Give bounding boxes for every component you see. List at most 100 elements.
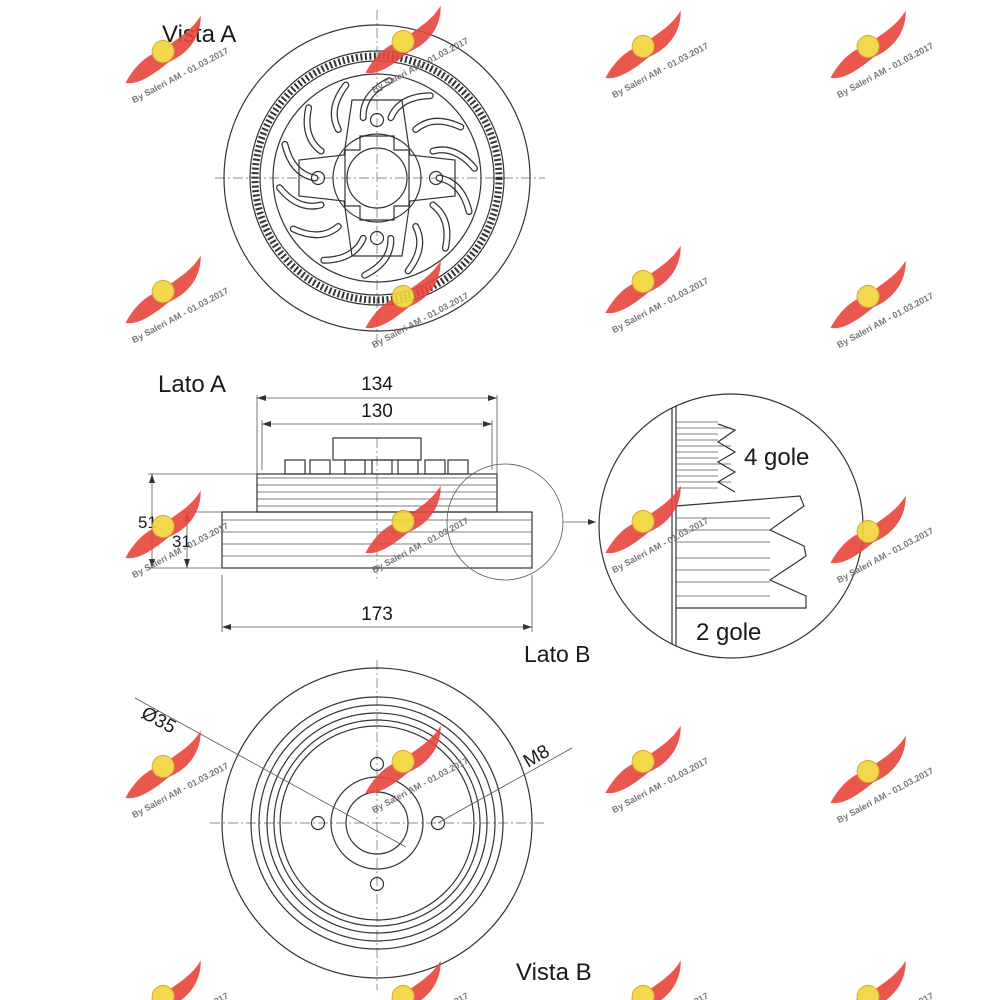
spoke-slot-inner (413, 119, 463, 132)
bore-35 (345, 791, 409, 855)
bolt-hole (310, 170, 326, 186)
spoke-slot-inner (332, 82, 349, 132)
bolt-hole (369, 876, 385, 892)
badge-icon (391, 284, 415, 308)
badge-icon (631, 509, 655, 533)
watermark-logo: By Saleri AM - 01.03.2017 (830, 960, 935, 1000)
wing-icon (605, 10, 681, 79)
spoke-slot-inner (430, 147, 477, 171)
badge-icon (151, 514, 175, 538)
watermark-logo: By Saleri AM - 01.03.2017 (605, 10, 710, 100)
groove-detail: 4 gole 2 gole (598, 393, 864, 659)
wing-icon (125, 490, 201, 559)
bolt-hole (369, 756, 385, 772)
watermark-logo: By Saleri AM - 01.03.2017 (605, 960, 710, 1000)
v-groove-profile (716, 423, 737, 493)
watermark-logo: By Saleri AM - 01.03.2017 (365, 485, 470, 575)
detail-lower-label: 2 gole (696, 619, 761, 646)
wing-icon (365, 260, 441, 329)
watermark-logo: By Saleri AM - 01.03.2017 (125, 960, 230, 1000)
wing-icon (605, 245, 681, 314)
spoke-slots (276, 77, 478, 279)
spoke-slot-inner (362, 236, 394, 278)
bolt-hole (430, 815, 446, 831)
chain-ring (251, 52, 503, 304)
watermark-logo: By Saleri AM - 01.03.2017 (125, 490, 230, 580)
lato-b-label: Lato B (524, 641, 591, 667)
badge-icon (856, 984, 880, 1000)
upper-grooves (257, 477, 497, 507)
spoke-slot-inner (277, 185, 324, 209)
wing-icon (125, 730, 201, 799)
watermark-logo: By Saleri AM - 01.03.2017 (365, 725, 470, 815)
bolt-hole (428, 170, 444, 186)
dim-bore: Ø35 (138, 703, 180, 738)
watermark-logo: By Saleri AM - 01.03.2017 (125, 255, 230, 345)
badge-icon (151, 754, 175, 778)
watermark-logo: By Saleri AM - 01.03.2017 (830, 10, 935, 100)
watermark-logo: By Saleri AM - 01.03.2017 (830, 495, 935, 585)
badge-icon (856, 519, 880, 543)
wing-icon (605, 485, 681, 554)
watermark-logo: By Saleri AM - 01.03.2017 (605, 245, 710, 335)
wing-icon (830, 495, 906, 564)
vista-b-view: Ø35 M8 Vista B (134, 660, 592, 990)
lato-a-label: Lato A (158, 371, 226, 398)
detail-upper-label: 4 gole (744, 444, 809, 471)
badge-icon (856, 284, 880, 308)
dim-130: 130 (361, 401, 393, 422)
bolt-hole (369, 230, 385, 246)
spoke-slot-inner (321, 236, 366, 263)
wing-icon (125, 15, 201, 84)
hub-tooth (371, 459, 393, 475)
detail-lower-grooves (675, 495, 807, 609)
bolt-hole (369, 112, 385, 128)
wing-icon (830, 735, 906, 804)
badge-icon (631, 34, 655, 58)
spoke-slot-inner (360, 78, 392, 120)
badge-icon (631, 749, 655, 773)
wing-icon (125, 255, 201, 324)
watermark-logo: By Saleri AM - 01.03.2017 (605, 485, 710, 575)
wing-icon (365, 485, 441, 554)
dim-134: 134 (361, 374, 393, 395)
spoke-slot-inner (430, 202, 450, 251)
spoke-slot-inner (291, 224, 341, 237)
watermark-logo: By Saleri AM - 01.03.2017 (830, 260, 935, 350)
badge-icon (151, 279, 175, 303)
detail-upper-grooves (676, 421, 737, 493)
watermark-logo: By Saleri AM - 01.03.2017 (830, 735, 935, 825)
badge-icon (631, 984, 655, 1000)
side-profile-view: Lato A 134 130 51 31 (138, 371, 596, 667)
badge-icon (391, 749, 415, 773)
wing-icon (365, 5, 441, 74)
bolt-hole (310, 815, 326, 831)
badge-icon (391, 29, 415, 53)
dim-173: 173 (361, 604, 393, 625)
spoke-slot-inner (388, 93, 433, 120)
vista-b-label: Vista B (516, 959, 592, 986)
dim-thread: M8 (520, 741, 553, 772)
badge-icon (151, 39, 175, 63)
spoke-slot-inner (405, 224, 422, 274)
watermark-layer: By Saleri AM - 01.03.2017 By Saleri AM - … (125, 5, 935, 1000)
badge-icon (391, 984, 415, 1000)
hub-tooth (424, 459, 446, 475)
v-groove-profile (675, 495, 807, 609)
hub-teeth (284, 459, 469, 475)
hub-tooth (309, 459, 331, 475)
badge-icon (391, 509, 415, 533)
watermark-logo: By Saleri AM - 01.03.2017 (365, 5, 470, 95)
wing-icon (830, 10, 906, 79)
badge-icon (856, 34, 880, 58)
wing-icon (365, 725, 441, 794)
center-bore (344, 135, 410, 221)
badge-icon (856, 759, 880, 783)
watermark-logo: By Saleri AM - 01.03.2017 (365, 960, 470, 1000)
wing-icon (605, 725, 681, 794)
hub-tooth (447, 459, 469, 475)
badge-icon (631, 269, 655, 293)
hub-tooth (344, 459, 366, 475)
dim-31: 31 (172, 532, 191, 551)
